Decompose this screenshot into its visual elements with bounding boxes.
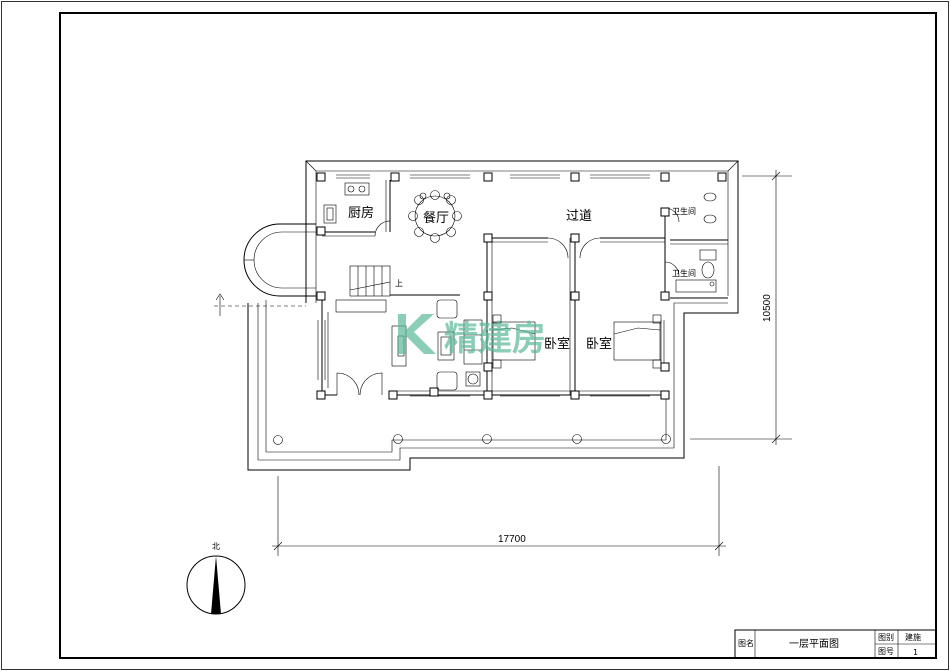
title-block-category-label: 图别 [878,633,894,642]
label-bedroom-2: 卧室 [586,336,612,352]
title-block-name-label: 图名 [738,638,754,648]
label-dining: 餐厅 [423,210,449,226]
label-bathroom-1: 卫生间 [672,206,696,216]
room-labels: 厨房 餐厅 过道 卫生间 卫生间 卧室 卧室 上 [348,205,696,352]
label-bathroom-2: 卫生间 [672,268,696,278]
title-block: 图名 一层平面图 图别 建施 图号 1 [734,629,937,659]
columns [316,172,727,400]
depth-dimension: 10500 [690,170,792,445]
width-dimension: 17700 [272,466,726,556]
width-dimension-value: 17700 [498,534,526,545]
dining-table [414,195,456,237]
drawing-frame [59,12,937,659]
section-mark [214,293,306,316]
building-outline [243,160,739,471]
label-kitchen: 厨房 [348,205,374,221]
windows [317,174,665,397]
watermark-text: 精建房 [444,319,546,359]
furniture [323,182,717,391]
title-block-number-label: 图号 [878,647,894,656]
title-block-category-value: 建施 [905,632,921,642]
title-block-name-value: 一层平面图 [789,638,839,650]
terrace-posts [273,434,671,445]
title-block-number-value: 1 [913,648,918,657]
north-arrow-label: 北 [212,542,220,551]
label-stair-up: 上 [395,279,403,288]
label-corridor: 过道 [566,209,592,224]
label-bedroom-1: 卧室 [544,336,570,352]
watermark-logo: 精建房 [398,314,546,359]
depth-dimension-value: 10500 [762,294,773,322]
north-arrow: 北 [186,542,246,615]
